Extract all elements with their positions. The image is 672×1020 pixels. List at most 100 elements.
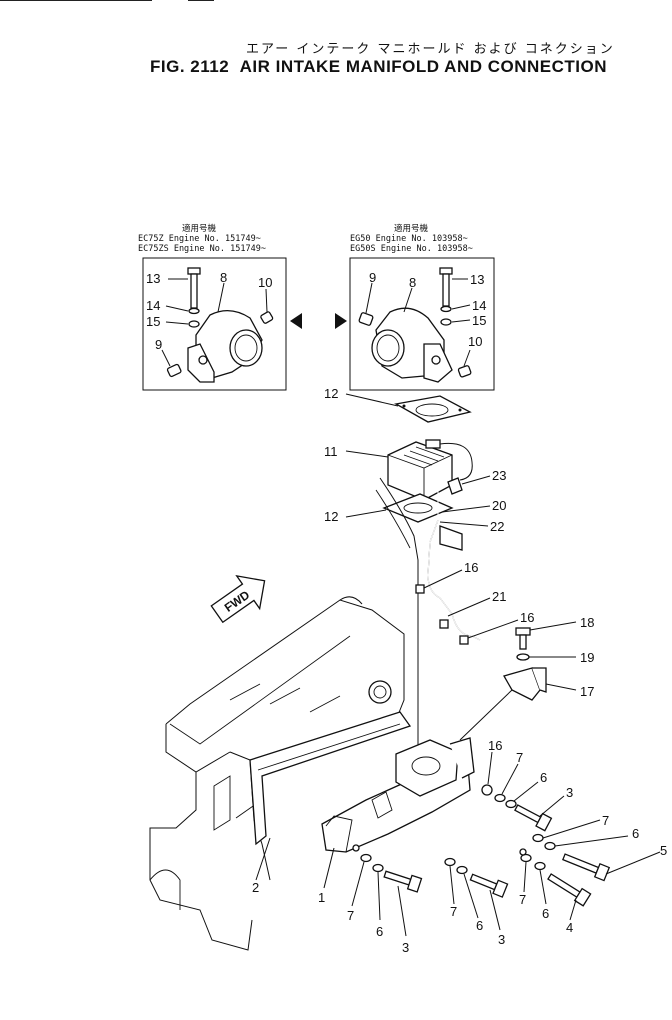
top-rule-right (188, 0, 214, 1)
leader-c12b (345, 509, 387, 518)
leader-lb14 (165, 305, 189, 312)
leader-lb9 (161, 349, 171, 367)
callout-lb15: 15 (146, 314, 160, 329)
intake-manifold-1 (321, 737, 475, 853)
callout-c17: 17 (580, 684, 594, 699)
heater-wire (379, 477, 419, 760)
callout-c6d: 6 (476, 918, 483, 933)
callout-rb14: 14 (472, 298, 486, 313)
clip-16b (439, 619, 449, 629)
right-washer-14 (440, 305, 452, 313)
right-plug-10 (457, 365, 472, 378)
left-applicability-line1: EC75Z Engine No. 151749~ (138, 234, 261, 244)
bolt-4 (547, 873, 592, 907)
left-plug-9 (166, 363, 182, 378)
leader-c7d (449, 865, 455, 905)
leader-c7a (501, 763, 519, 795)
right-plug-9 (358, 312, 374, 326)
left-plug-10 (260, 311, 274, 324)
left-applicability: 適用号機 EC75Z Engine No. 151749~ EC75ZS Eng… (138, 224, 266, 254)
leader-rb15 (451, 319, 471, 323)
left-washer-15 (188, 320, 200, 328)
callout-rb13: 13 (470, 272, 484, 287)
gasket-2 (249, 711, 412, 846)
left-detail-box (142, 257, 287, 391)
clip-16c (459, 635, 469, 645)
callout-c4: 4 (566, 920, 573, 935)
callout-c16a: 16 (464, 560, 478, 575)
leader-c4 (569, 899, 577, 921)
leader-c16a (423, 569, 463, 589)
connector-23 (447, 477, 463, 495)
callout-c7c: 7 (347, 908, 354, 923)
leader-c17 (545, 683, 577, 691)
figure-number: FIG. 2112 (150, 57, 230, 76)
bolt-5 (562, 853, 611, 882)
callout-c12b: 12 (324, 509, 338, 524)
callout-c6a: 6 (540, 770, 547, 785)
washer-7c (360, 853, 372, 863)
figure-title: FIG. 2112 AIR INTAKE MANIFOLD AND CONNEC… (150, 57, 607, 77)
left-applicability-line2: EC75ZS Engine No. 151749~ (138, 244, 266, 254)
left-elbow-8 (187, 310, 263, 383)
bracket-17 (503, 667, 547, 701)
right-applicability: 適用号機 EG50 Engine No. 103958~ EG50S Engin… (350, 224, 473, 254)
leader-c7b (542, 819, 601, 839)
callout-c3a: 3 (566, 785, 573, 800)
callout-c3c: 3 (498, 932, 505, 947)
callout-c3b: 3 (402, 940, 409, 955)
gasket-12-upper (394, 395, 472, 423)
leader-c7e (523, 861, 527, 893)
leader-lb10 (265, 288, 268, 313)
leader-lb15 (165, 321, 189, 325)
callout-c6c: 6 (376, 924, 383, 939)
right-applicability-header: 適用号機 (394, 224, 429, 234)
left-washer-14 (188, 307, 200, 315)
gasket-12-lower (382, 493, 454, 523)
bolt-3b (383, 870, 423, 893)
leader-c12a (345, 393, 399, 407)
title-japanese: エアー インテーク マニホールド および コネクション (246, 42, 615, 57)
washer-19 (516, 653, 530, 661)
leader-rb8 (403, 287, 413, 313)
callout-c20: 20 (492, 498, 506, 513)
leader-c3b (397, 885, 407, 937)
leader-c11 (345, 450, 389, 458)
leader-rb14 (451, 304, 471, 310)
callout-c12a: 12 (324, 386, 338, 401)
callout-lb13: 13 (146, 271, 160, 286)
callout-c11: 11 (324, 444, 338, 459)
callout-c1: 1 (318, 890, 325, 905)
leader-c16c (487, 751, 493, 785)
callout-c18: 18 (580, 615, 594, 630)
callout-c5: 5 (660, 843, 667, 858)
leader-c5 (605, 851, 661, 875)
heater-wire-2 (375, 489, 411, 549)
fwd-arrow-icon: FWD (210, 574, 266, 624)
leader-c3a (539, 795, 565, 817)
callout-lb14: 14 (146, 298, 160, 313)
callout-c22: 22 (490, 519, 504, 534)
leader-c20 (441, 505, 491, 513)
leader-rb10 (463, 349, 471, 367)
right-washer-15 (440, 318, 452, 326)
right-detail-box (349, 257, 495, 391)
leader-c6b (554, 835, 629, 847)
washer-6e (534, 861, 546, 871)
washer-6c (372, 863, 384, 873)
callout-lb9: 9 (155, 337, 162, 352)
washer-6d (456, 865, 468, 875)
callout-lb8: 8 (220, 270, 227, 285)
left-applicability-header: 適用号機 (182, 224, 217, 234)
leader-c3c (489, 889, 501, 931)
leader-c2 (255, 837, 271, 881)
engine-block (149, 596, 405, 951)
leader-c22 (439, 521, 489, 527)
callout-c7a: 7 (516, 750, 523, 765)
callout-c6e: 6 (542, 906, 549, 921)
leader-rb9 (365, 282, 373, 314)
callout-c21: 21 (492, 589, 506, 604)
leader-c18 (529, 621, 577, 631)
callout-lb10: 10 (258, 275, 272, 290)
